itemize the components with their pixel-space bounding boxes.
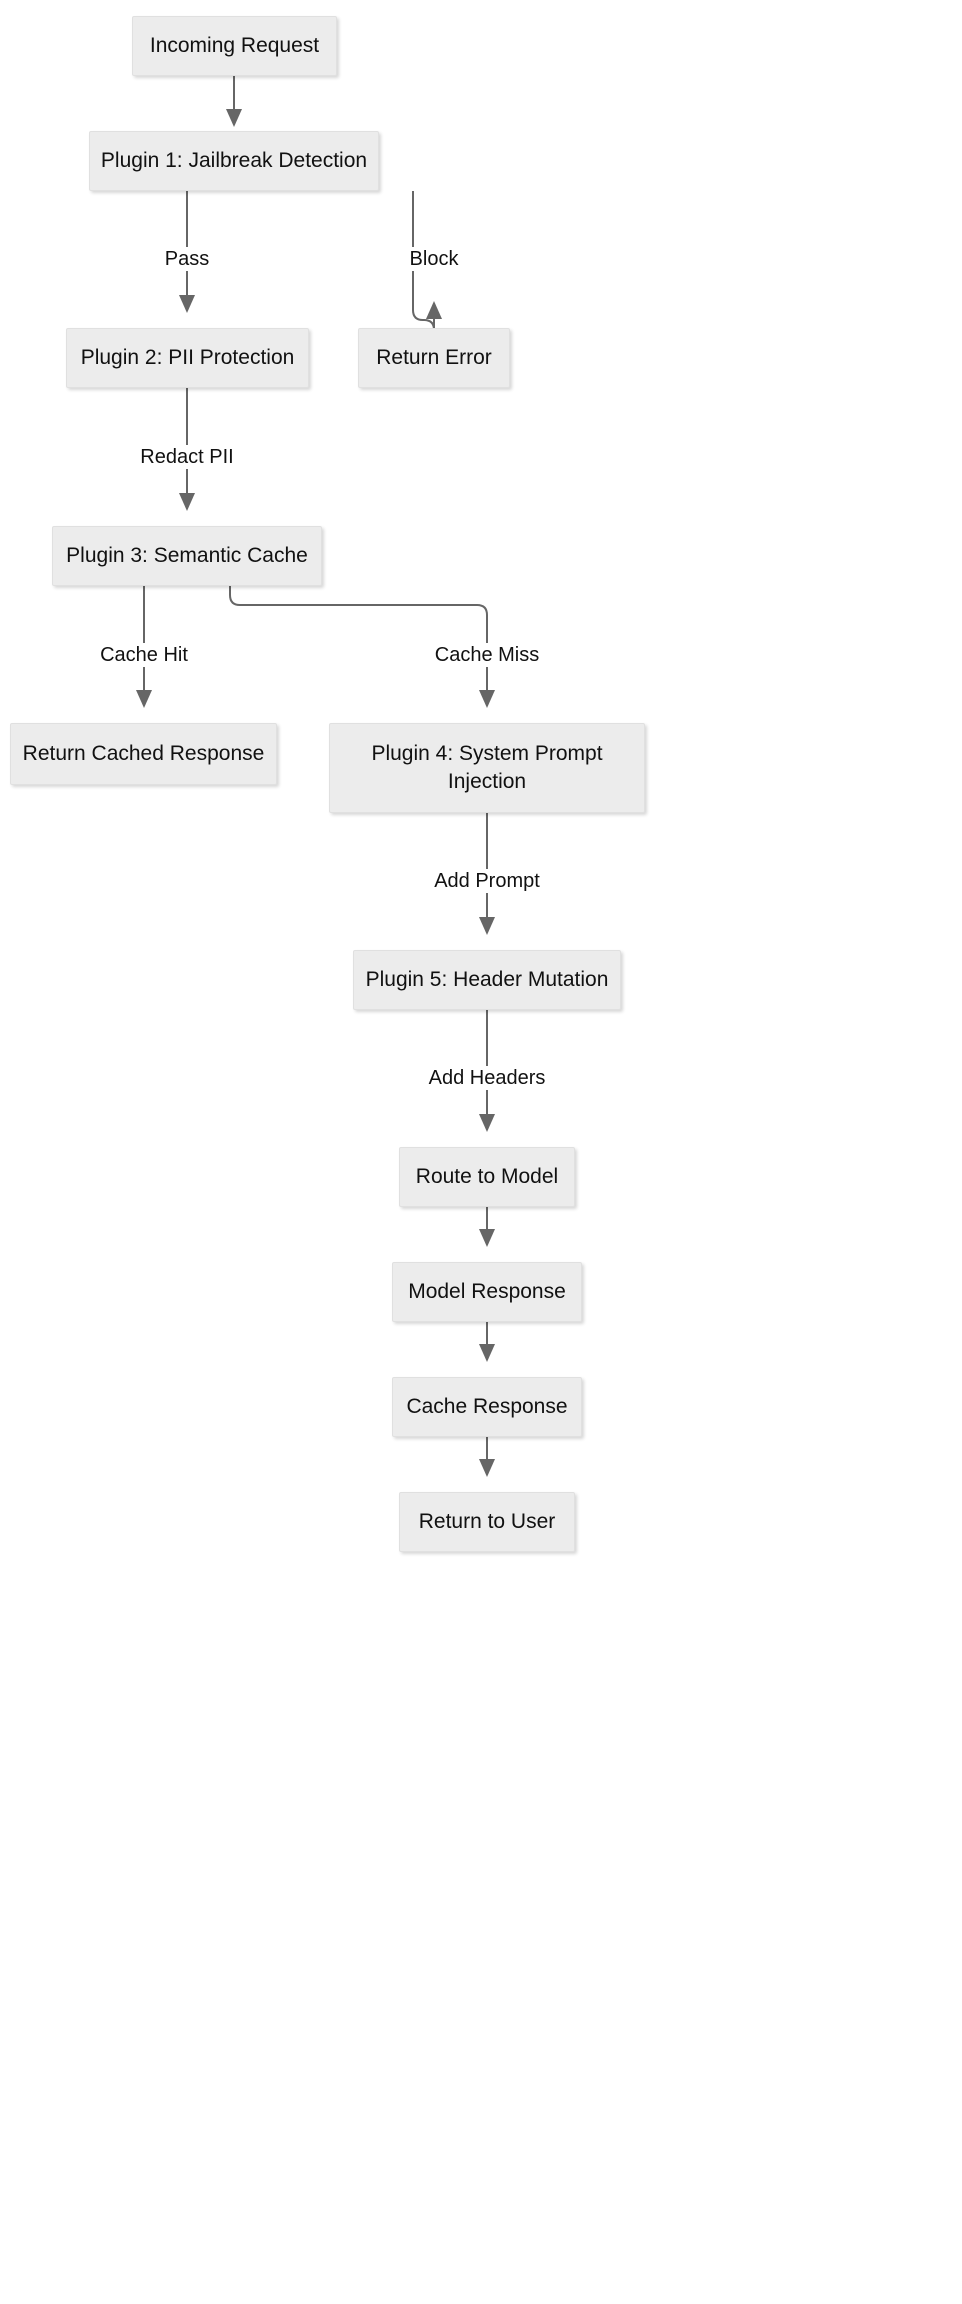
node-label-return_cached: Return Cached Response	[22, 741, 265, 765]
node-return_error[interactable]: Return Error	[358, 328, 510, 388]
edge-label-l_add_headers: Add Headers	[423, 1066, 551, 1090]
node-plugin3[interactable]: Plugin 3: Semantic Cache	[52, 526, 322, 586]
node-plugin2[interactable]: Plugin 2: PII Protection	[66, 328, 309, 388]
node-route_to_model[interactable]: Route to Model	[399, 1147, 575, 1207]
node-cache_response[interactable]: Cache Response	[392, 1377, 582, 1437]
edge-label-l_block: Block	[404, 247, 464, 271]
edge-label-l_cache_hit: Cache Hit	[95, 643, 193, 667]
node-label-return_error: Return Error	[376, 345, 492, 369]
node-label-plugin2: Plugin 2: PII Protection	[80, 345, 295, 369]
node-label-plugin3: Plugin 3: Semantic Cache	[66, 543, 308, 567]
node-label-route_to_model: Route to Model	[415, 1164, 559, 1188]
node-label-incoming_request: Incoming Request	[149, 33, 320, 57]
node-return_cached[interactable]: Return Cached Response	[10, 723, 277, 785]
edge-label-l_pass: Pass	[159, 247, 215, 271]
edge-label-l_cache_miss: Cache Miss	[429, 643, 545, 667]
node-label-return_to_user: Return to User	[418, 1509, 556, 1533]
node-plugin5[interactable]: Plugin 5: Header Mutation	[353, 950, 621, 1010]
node-plugin4[interactable]: Plugin 4: System Prompt Injection	[329, 723, 645, 813]
node-label-plugin5: Plugin 5: Header Mutation	[365, 967, 609, 991]
node-model_response[interactable]: Model Response	[392, 1262, 582, 1322]
node-label-plugin1: Plugin 1: Jailbreak Detection	[100, 148, 368, 172]
node-label-model_response: Model Response	[408, 1279, 566, 1303]
edge-label-l_redact_pii: Redact PII	[135, 445, 239, 469]
node-plugin1[interactable]: Plugin 1: Jailbreak Detection	[89, 131, 379, 191]
node-label-cache_response: Cache Response	[406, 1394, 568, 1418]
node-incoming_request[interactable]: Incoming Request	[132, 16, 337, 76]
node-return_to_user[interactable]: Return to User	[399, 1492, 575, 1552]
edge-label-l_add_prompt: Add Prompt	[429, 869, 545, 893]
node-label-plugin4: Plugin 4: System Prompt Injection	[371, 741, 603, 793]
